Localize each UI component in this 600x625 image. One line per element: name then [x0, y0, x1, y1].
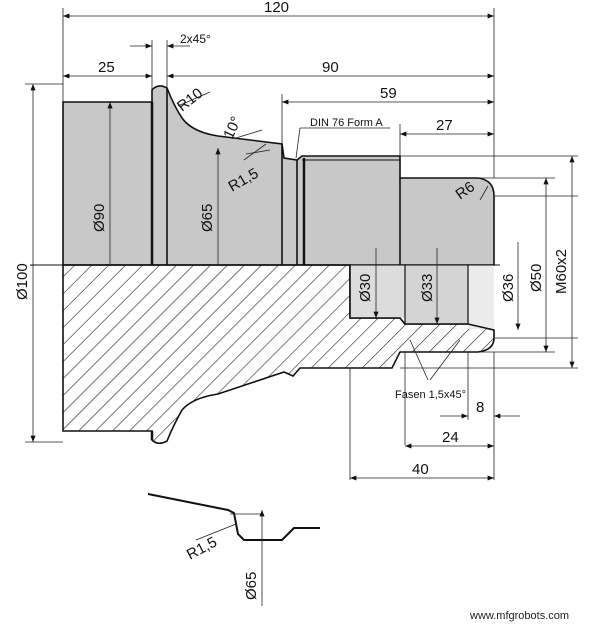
diameter-36: Ø36: [500, 274, 517, 302]
dim-length-59: 59: [380, 85, 397, 102]
note-bevels: Fasen 1,5x45°: [395, 389, 466, 401]
diameter-90: Ø90: [91, 204, 108, 232]
dim-length-90: 90: [322, 59, 339, 76]
dim-right-24: 24: [442, 429, 459, 446]
part-upper-half: [62, 85, 495, 266]
dim-right-8: 8: [476, 399, 484, 416]
part-section-lower-half: [62, 264, 495, 445]
detail-diameter-65: Ø65: [243, 572, 260, 600]
detail-view-undercut: R1,5 Ø65: [147, 493, 320, 606]
dim-overall-length: 120: [264, 0, 289, 16]
diameter-50: Ø50: [528, 264, 545, 292]
dim-chamfer: 2x45°: [180, 32, 211, 46]
diameter-65: Ø65: [199, 204, 216, 232]
diameter-33: Ø33: [419, 274, 436, 302]
note-undercut: DIN 76 Form A: [310, 117, 383, 129]
diameter-100: Ø100: [14, 263, 31, 300]
dim-flange-width: 25: [98, 59, 115, 76]
radius-r10: R10: [174, 85, 206, 115]
watermark: www.mfgrobots.com: [469, 610, 569, 622]
diameter-30: Ø30: [357, 274, 374, 302]
dimension-lines: [25, 8, 578, 481]
dim-right-40: 40: [412, 461, 429, 478]
thread-m60: M60x2: [553, 249, 570, 294]
dim-thread-length: 27: [436, 117, 453, 134]
detail-radius-r1-5: R1,5: [184, 534, 220, 564]
